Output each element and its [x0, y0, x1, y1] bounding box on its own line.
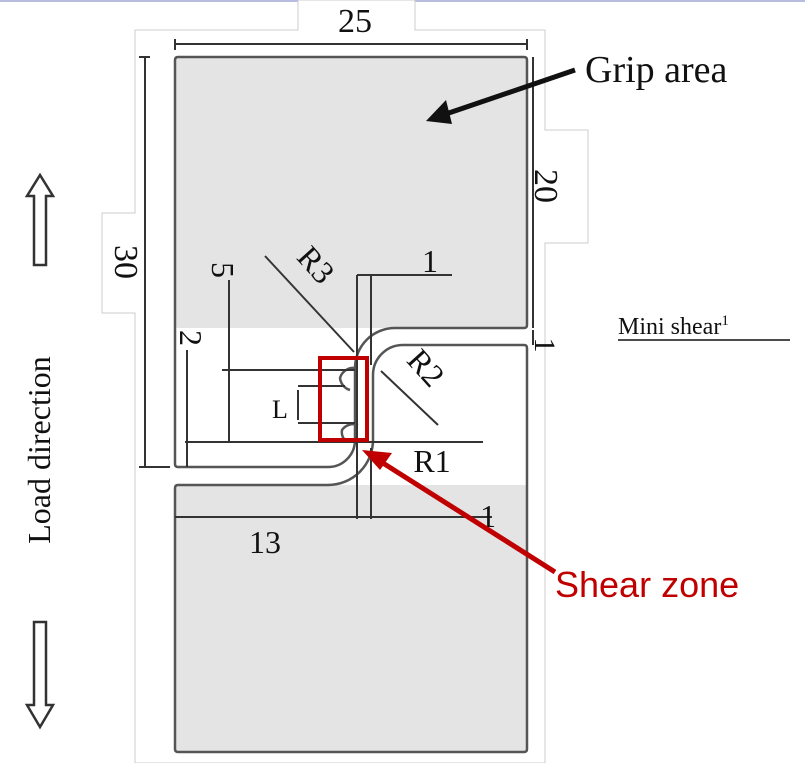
grip-area-label: Grip area — [585, 49, 728, 91]
mini-shear-text: Mini shear — [618, 314, 721, 340]
notch-top — [338, 366, 356, 392]
load-direction-label: Load direction — [21, 356, 57, 543]
gauge-length-l: L — [272, 395, 288, 424]
dim-width-total: 25 — [338, 3, 372, 40]
dim-1-right: 1 — [528, 338, 561, 353]
dim-2: 2 — [173, 330, 209, 346]
bottom-grip-area — [175, 485, 527, 752]
dim-5: 5 — [205, 262, 241, 278]
top-grip-area — [175, 57, 527, 328]
dim-height-total: 30 — [107, 245, 144, 279]
shear-zone-label: Shear zone — [555, 564, 739, 605]
grip-area-arrow — [426, 67, 576, 124]
load-up-arrow-icon — [24, 172, 56, 267]
dim-13: 13 — [249, 524, 281, 560]
mini-shear-label: Mini shear1 — [618, 313, 790, 341]
dim-grip-height: 20 — [527, 169, 564, 203]
dim-1-top: 1 — [422, 243, 438, 279]
svg-text:Mini shear1: Mini shear1 — [618, 313, 729, 340]
shear-zone-highlight-box — [318, 356, 369, 442]
load-down-arrow-icon — [24, 620, 56, 730]
radius-r1: R1 — [413, 443, 450, 479]
dimension-lines — [139, 39, 534, 519]
shear-zone-arrow — [362, 450, 557, 575]
mini-shear-superscript: 1 — [721, 313, 729, 329]
